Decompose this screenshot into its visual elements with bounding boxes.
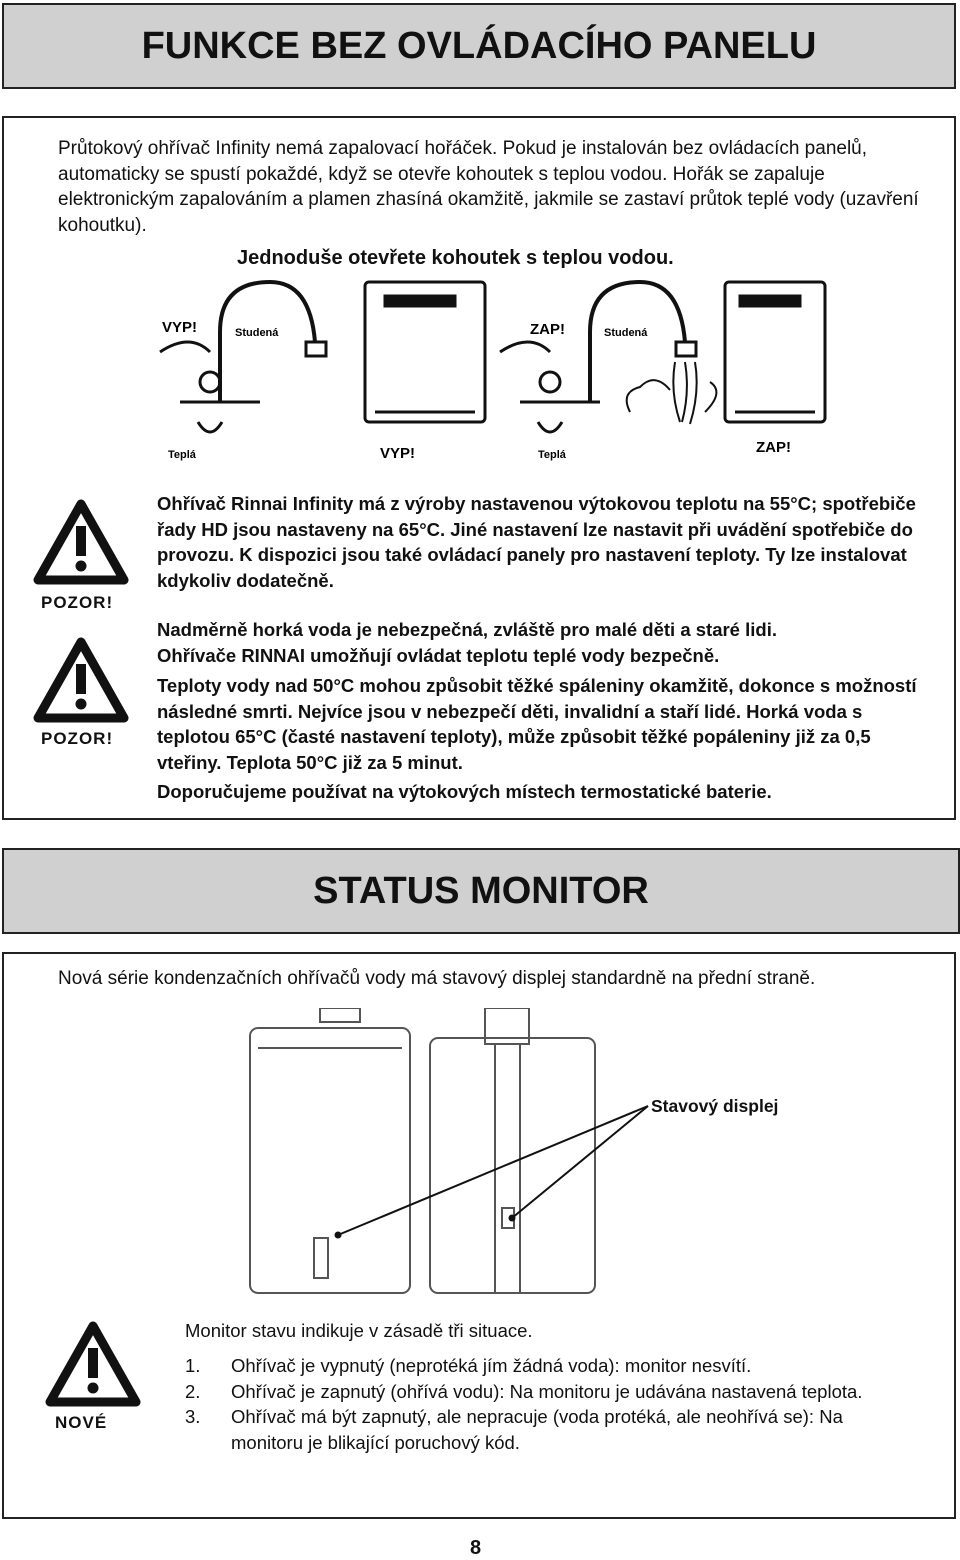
left-heater-label: VYP! (380, 445, 415, 462)
warning-icon (33, 637, 129, 723)
warning2-line2: Ohřívače RINNAI umožňují ovládat teplotu… (157, 645, 720, 666)
list-item-number: 3. (185, 1406, 201, 1427)
warning2-recommendation: Doporučujeme používat na výtokových míst… (157, 781, 772, 802)
list-item-text: Ohřívač je vypnutý (neprotéká jím žádná … (231, 1355, 752, 1376)
water-heater-illustration (249, 1008, 596, 1294)
section1-title: FUNKCE BEZ OVLÁDACÍHO PANELU (141, 25, 817, 67)
faucet-illustration: VYP! Studená Teplá VYP! ZAP! Studená Tep… (159, 279, 827, 462)
list-item: 2. Ohřívač je zapnutý (ohřívá vodu): Na … (185, 1379, 915, 1405)
warning-label: POZOR! (41, 729, 114, 748)
list-item: 1. Ohřívač je vypnutý (neprotéká jím žád… (185, 1353, 915, 1379)
right-hot-label: Teplá (538, 449, 567, 461)
monitor-intro: Monitor stavu indikuje v zásadě tři situ… (185, 1320, 533, 1341)
list-item-text: Ohřívač je zapnutý (ohřívá vodu): Na mon… (231, 1380, 863, 1402)
section2-title: STATUS MONITOR (313, 870, 649, 912)
left-cold-label: Studená (235, 327, 279, 339)
list-item-text: Ohřívač má být zapnutý, ale nepracuje (v… (231, 1406, 843, 1453)
warning2-paragraph: Teploty vody nad 50°C mohou způsobit těž… (157, 675, 917, 773)
section1-title-box: FUNKCE BEZ OVLÁDACÍHO PANELU (2, 3, 956, 89)
right-cold-label: Studená (604, 327, 648, 339)
list-item-number: 1. (185, 1355, 201, 1376)
section1-intro: Průtokový ohřívač Infinity nemá zapalova… (58, 138, 919, 236)
warning-label: POZOR! (41, 593, 114, 612)
right-heater-label: ZAP! (756, 439, 791, 456)
left-action-label: VYP! (162, 319, 197, 336)
page-number: 8 (470, 1537, 482, 1559)
section2-frame (2, 952, 956, 1519)
right-action-label: ZAP! (530, 321, 565, 338)
warning2-line1: Nadměrně horká voda je nebezpečná, zvláš… (157, 619, 777, 640)
list-item: 3. Ohřívač má být zapnutý, ale nepracuje… (185, 1404, 915, 1455)
section2-title-box: STATUS MONITOR (2, 848, 960, 934)
list-item-number: 2. (185, 1380, 201, 1402)
section1-frame (2, 116, 956, 820)
situation-list: 1. Ohřívač je vypnutý (neprotéká jím žád… (185, 1353, 915, 1455)
callout-lines (334, 1105, 649, 1239)
section1-subheading: Jednoduše otevřete kohoutek s teplou vod… (237, 247, 674, 269)
status-display-callout: Stavový displej (651, 1096, 779, 1116)
left-hot-label: Teplá (168, 449, 197, 461)
warning1-text: Ohřívač Rinnai Infinity má z výroby nast… (157, 493, 916, 591)
section2-intro: Nová série kondenzačních ohřívačů vody m… (58, 968, 816, 989)
new-label: NOVÉ (55, 1413, 108, 1432)
warning-icon (45, 1321, 141, 1407)
warning-icon (33, 499, 129, 585)
